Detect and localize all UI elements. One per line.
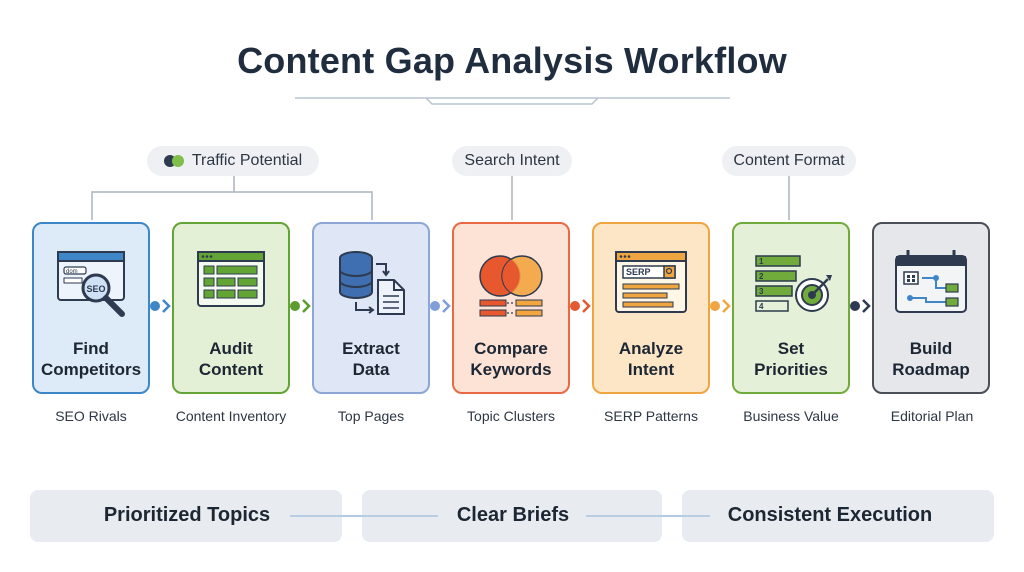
step-sublabel: Top Pages — [337, 408, 405, 424]
step-sublabel: Business Value — [743, 408, 839, 424]
step-sublabel: Content Inventory — [175, 408, 287, 424]
arrow-right-icon — [850, 299, 871, 313]
outcome-prioritized-topics: Prioritized Topics — [103, 504, 271, 526]
pill-content-format: Content Format — [722, 146, 856, 176]
svg-text:SERP: SERP — [626, 267, 651, 277]
svg-text:4: 4 — [759, 302, 764, 311]
svg-text:SEO: SEO — [86, 284, 105, 294]
svg-text:3: 3 — [759, 287, 764, 296]
step-sublabel: SERP Patterns — [604, 408, 698, 424]
page-title: Content Gap Analysis Workflow — [237, 40, 787, 81]
content-grid-icon — [197, 251, 265, 307]
arrow-right-icon — [150, 299, 171, 313]
step-sublabel: SEO Rivals — [55, 408, 127, 424]
pill-traffic-potential: Traffic Potential — [147, 146, 319, 176]
toggle-dots-icon — [163, 154, 186, 168]
svg-text:2: 2 — [759, 272, 764, 281]
arrow-right-icon — [290, 299, 311, 313]
arrow-right-icon — [430, 299, 451, 313]
outcome-clear-briefs: Clear Briefs — [456, 504, 570, 526]
serp-page-icon: SERP — [615, 251, 687, 313]
calendar-roadmap-icon — [895, 250, 967, 313]
arrow-right-icon — [710, 299, 731, 313]
pill-label: Content Format — [733, 152, 845, 169]
svg-text:dom: dom — [66, 269, 78, 275]
outcome-consistent-execution: Consistent Execution — [727, 504, 933, 526]
svg-text:1: 1 — [759, 257, 764, 266]
venn-compare-icon — [479, 255, 543, 317]
priority-target-icon: 1 2 3 4 — [755, 255, 832, 312]
arrow-right-icon — [570, 299, 591, 313]
pill-label: Search Intent — [464, 152, 560, 169]
outcome-band — [682, 490, 994, 542]
step-sublabel: Topic Clusters — [467, 408, 555, 424]
database-export-icon — [339, 251, 405, 315]
pill-search-intent: Search Intent — [452, 146, 572, 176]
pill-label: Traffic Potential — [191, 152, 303, 169]
step-sublabel: Editorial Plan — [890, 408, 974, 424]
browser-search-icon: dom SEO — [57, 251, 125, 317]
